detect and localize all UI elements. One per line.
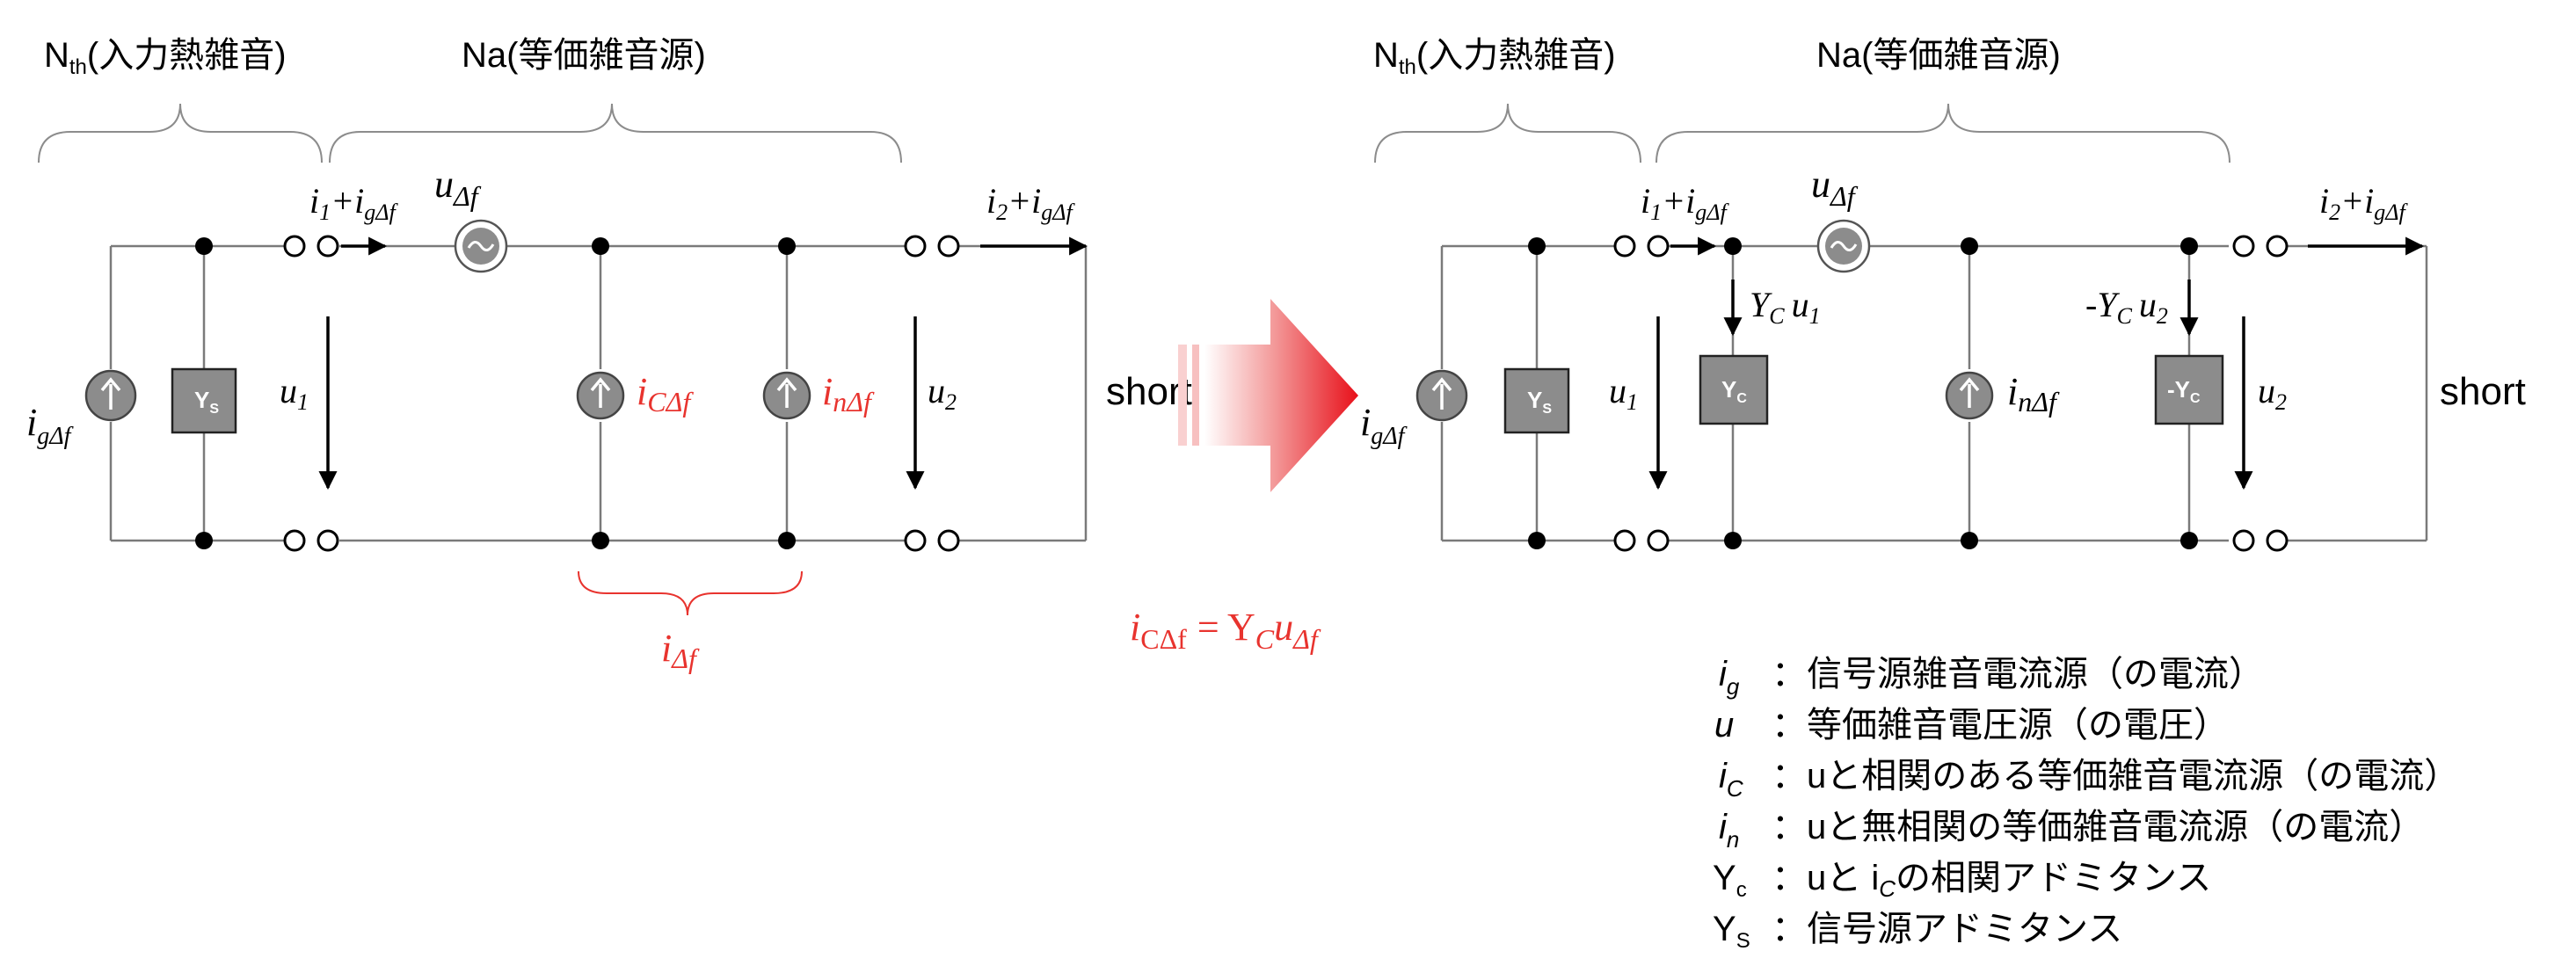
bracket-na-left — [329, 103, 902, 163]
short-label-left: short — [1106, 370, 1192, 413]
terminal — [1613, 529, 1636, 552]
terminal — [2266, 529, 2289, 552]
svg-text:：uと相関のある等価雑音電流源（の電流）: ：uと相関のある等価雑音電流源（の電流） — [1772, 757, 2459, 795]
svg-text:：信号源雑音電流源（の電流）: ：信号源雑音電流源（の電流） — [1772, 655, 2264, 693]
svg-text:：等価雑音電圧源（の電圧）: ：等価雑音電圧源（の電圧） — [1772, 706, 2229, 744]
legend-row: u ：等価雑音電圧源（の電圧） — [1714, 706, 2229, 744]
i2-label-left: i2+igΔf — [986, 181, 1075, 225]
u-src-label-left: uΔf — [434, 163, 482, 212]
in-label-right: inΔf — [2007, 370, 2060, 418]
legend: ig ：信号源雑音電流源（の電流） u ：等価雑音電圧源（の電圧） iC ：uと… — [1713, 655, 2459, 953]
legend-row: in ：uと無相関の等価雑音電流源（の電流） — [1719, 808, 2424, 853]
legend-row: Yc ：uと iCの相関アドミタンス — [1713, 859, 2211, 902]
right-circuit: Nth(入力熱雑音) Na(等価雑音源) — [1360, 36, 2428, 552]
svg-text:iC: iC — [1719, 757, 1743, 802]
ys-admittance-box-right: YS — [1503, 367, 1570, 434]
svg-text:u: u — [1714, 706, 1734, 744]
node — [1724, 237, 1742, 255]
neg-yc-admittance-box: -YC — [2154, 354, 2224, 425]
node — [592, 532, 609, 549]
bracket-nth-left — [38, 103, 323, 163]
node — [1961, 237, 1978, 255]
node — [2180, 532, 2198, 549]
node — [1961, 532, 1978, 549]
node — [778, 237, 796, 255]
left-circuit: Nth(入力熱雑音) Na(等価雑音源) — [26, 36, 1088, 674]
nth-label-left: Nth(入力熱雑音) — [44, 36, 287, 79]
u-src-label-right: uΔf — [1811, 163, 1859, 212]
svg-text:Yc: Yc — [1713, 859, 1747, 902]
node — [1724, 532, 1742, 549]
current-source-ic-left — [576, 371, 625, 420]
u1-label-right: u1 — [1609, 371, 1638, 415]
svg-text:：uと無相関の等価雑音電流源（の電流）: ：uと無相関の等価雑音電流源（の電流） — [1772, 808, 2424, 846]
correlation-equation: iCΔf= YCuΔf — [1130, 606, 1321, 655]
ig-label-right: igΔf — [1360, 401, 1408, 450]
svg-text:-YC: -YC — [2167, 376, 2201, 406]
node — [1528, 532, 1546, 549]
terminal — [283, 529, 306, 552]
transform-arrow — [1178, 299, 1358, 492]
i1-label-right: i1+igΔf — [1641, 181, 1729, 225]
svg-text:：信号源アドミタンス: ：信号源アドミタンス — [1772, 910, 2122, 948]
bracket-na-right — [1655, 103, 2230, 163]
bracket-nth-right — [1374, 103, 1641, 163]
idelta-label-left: iΔf — [661, 627, 700, 674]
svg-text:YS: YS — [1527, 387, 1552, 417]
terminal — [1647, 529, 1670, 552]
terminal — [937, 235, 960, 258]
svg-text:ig: ig — [1719, 655, 1740, 700]
current-source-ig-right — [1415, 369, 1468, 422]
node — [195, 237, 213, 255]
ig-label-left: igΔf — [26, 401, 74, 450]
ys-admittance-box-left: YS — [171, 367, 237, 434]
terminal — [904, 529, 927, 552]
short-label-right: short — [2440, 370, 2526, 413]
i2-label-right: i2+igΔf — [2319, 181, 2408, 225]
svg-text:YC: YC — [1721, 376, 1747, 406]
terminal — [937, 529, 960, 552]
node — [2180, 237, 2198, 255]
terminal — [2232, 529, 2255, 552]
ic-label-left: iCΔf — [637, 370, 694, 418]
legend-row: iC ：uと相関のある等価雑音電流源（の電流） — [1719, 757, 2459, 802]
i1-label-left: i1+igΔf — [309, 181, 398, 225]
svg-text:YS: YS — [194, 387, 219, 417]
current-source-in-right — [1945, 371, 1994, 420]
u2-label-left: u2 — [928, 371, 957, 415]
terminal — [1613, 235, 1636, 258]
yc-admittance-box: YC — [1699, 354, 1769, 425]
voltage-source-right — [1816, 219, 1871, 273]
terminal — [904, 235, 927, 258]
terminal — [2232, 235, 2255, 258]
u1-label-left: u1 — [280, 371, 309, 415]
terminal — [317, 529, 339, 552]
node — [592, 237, 609, 255]
legend-row: YS ：信号源アドミタンス — [1713, 910, 2122, 953]
node — [195, 532, 213, 549]
na-label-left: Na(等価雑音源) — [462, 36, 706, 75]
bracket-idelta-left — [578, 570, 803, 616]
node — [778, 532, 796, 549]
terminal — [283, 235, 306, 258]
terminal — [2266, 235, 2289, 258]
terminal — [317, 235, 339, 258]
svg-text:YS: YS — [1713, 910, 1750, 953]
voltage-source-left — [454, 219, 508, 273]
na-label-right: Na(等価雑音源) — [1816, 36, 2061, 75]
in-label-left: inΔf — [822, 370, 875, 418]
legend-row: ig ：信号源雑音電流源（の電流） — [1719, 655, 2264, 700]
current-source-ig-left — [84, 369, 137, 422]
node — [1528, 237, 1546, 255]
svg-text:：uと iCの相関アドミタンス: ：uと iCの相関アドミタンス — [1772, 859, 2211, 902]
svg-text:in: in — [1719, 808, 1739, 853]
terminal — [1647, 235, 1670, 258]
current-source-in-left — [762, 371, 811, 420]
nth-label-right: Nth(入力熱雑音) — [1373, 36, 1616, 79]
u2-label-right: u2 — [2258, 371, 2287, 415]
